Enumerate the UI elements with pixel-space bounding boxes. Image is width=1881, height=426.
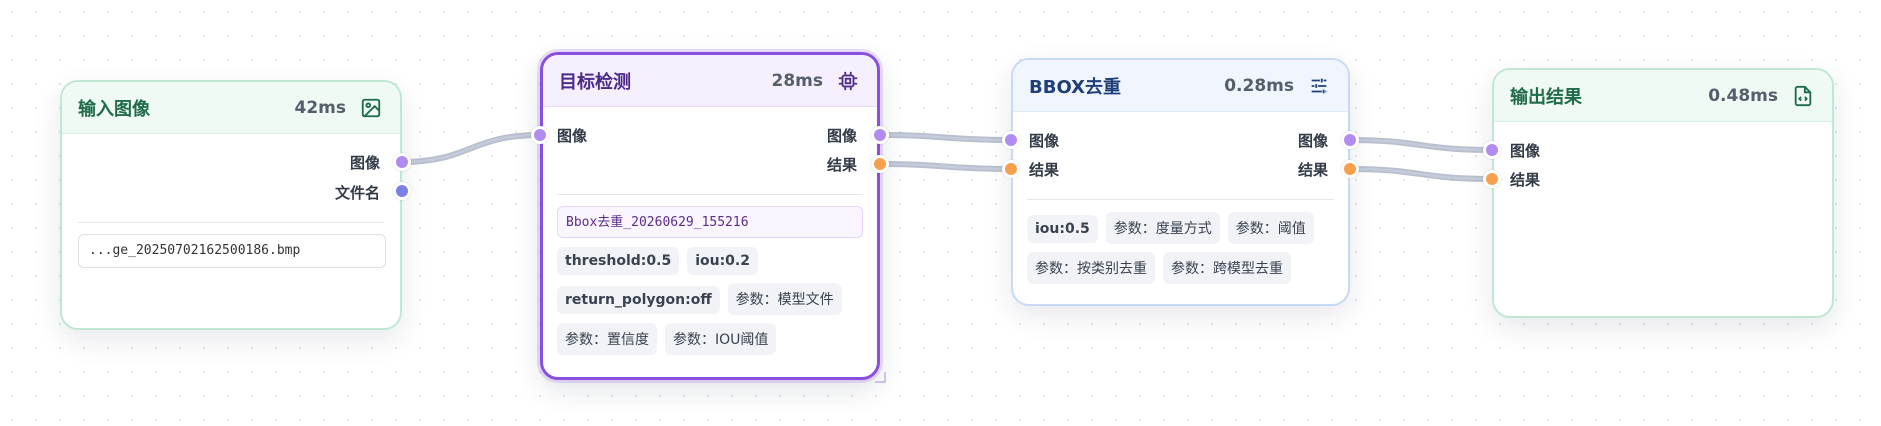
file-path-field[interactable]: ...ge_20250702162500186.bmp xyxy=(78,234,386,268)
param-chip-threshold[interactable]: threshold:0.5 xyxy=(557,247,680,275)
edge-dedup-output-result[interactable] xyxy=(1349,166,1493,182)
model-file-field[interactable]: Bbox去重_20260629_155216 xyxy=(557,206,863,238)
edge-detect-dedup-image[interactable] xyxy=(879,132,1012,143)
node-header[interactable]: BBOX去重 0.28ms xyxy=(1013,60,1348,112)
node-title: BBOX去重 xyxy=(1029,76,1121,98)
port-input-image-out[interactable] xyxy=(393,153,411,171)
edge-input-detect-image[interactable] xyxy=(401,132,541,165)
image-icon xyxy=(358,95,384,121)
output-label-image: 图像 xyxy=(826,127,857,145)
param-chip-confidence[interactable]: 参数：置信度 xyxy=(557,323,657,355)
node-title: 输出结果 xyxy=(1510,86,1582,108)
output-label-image: 图像 xyxy=(1297,132,1328,150)
port-detect-image-in[interactable] xyxy=(531,126,549,144)
node-output-result[interactable]: 输出结果 0.48ms 图像 结果 xyxy=(1492,68,1834,318)
output-label-result: 结果 xyxy=(826,156,857,174)
input-label-image: 图像 xyxy=(1510,142,1541,160)
chip-icon xyxy=(835,68,861,94)
port-dedup-image-in[interactable] xyxy=(1002,131,1020,149)
resize-handle-icon[interactable] xyxy=(873,370,887,384)
output-label-filename: 文件名 xyxy=(334,184,380,202)
input-label-result: 结果 xyxy=(1029,161,1060,179)
param-chip-per-class[interactable]: 参数：按类别去重 xyxy=(1027,252,1155,284)
port-dedup-result-out[interactable] xyxy=(1341,160,1359,178)
file-code-icon xyxy=(1790,83,1816,109)
node-header[interactable]: 目标检测 28ms xyxy=(543,55,877,107)
param-chip-threshold[interactable]: 参数：阈值 xyxy=(1227,212,1314,244)
port-dedup-image-out[interactable] xyxy=(1341,131,1359,149)
node-time: 42ms xyxy=(294,97,347,118)
divider xyxy=(1027,199,1334,200)
param-chip-iou[interactable]: iou:0.2 xyxy=(687,247,758,275)
port-dedup-result-in[interactable] xyxy=(1002,160,1020,178)
node-header[interactable]: 输出结果 0.48ms xyxy=(1494,70,1832,122)
divider xyxy=(557,194,863,195)
edge-dedup-output-image[interactable] xyxy=(1349,137,1493,153)
output-label-image: 图像 xyxy=(349,154,380,172)
edge-detect-dedup-result[interactable] xyxy=(879,161,1012,172)
node-time: 0.28ms xyxy=(1224,75,1294,96)
sliders-icon xyxy=(1306,73,1332,99)
param-chip-cross-model[interactable]: 参数：跨模型去重 xyxy=(1163,252,1291,284)
param-chip-return-polygon[interactable]: return_polygon:off xyxy=(557,286,720,314)
port-detect-result-out[interactable] xyxy=(871,155,889,173)
param-chip-metric[interactable]: 参数：度量方式 xyxy=(1105,212,1220,244)
param-chip-iou-threshold[interactable]: 参数：IOU阈值 xyxy=(665,323,777,355)
node-title: 输入图像 xyxy=(78,98,150,120)
input-label-result: 结果 xyxy=(1510,171,1541,189)
param-chip-model-file[interactable]: 参数：模型文件 xyxy=(727,283,842,315)
input-label-image: 图像 xyxy=(557,127,588,145)
output-label-result: 结果 xyxy=(1297,161,1328,179)
port-detect-image-out[interactable] xyxy=(871,126,889,144)
node-time: 0.48ms xyxy=(1708,85,1778,106)
node-object-detection[interactable]: 目标检测 28ms 图像 图像 结果 Bbox去重_20260629_15521… xyxy=(540,52,880,380)
node-time: 28ms xyxy=(771,70,824,91)
node-title: 目标检测 xyxy=(559,71,631,93)
node-header[interactable]: 输入图像 42ms xyxy=(62,82,400,134)
divider xyxy=(78,222,384,223)
param-chip-iou[interactable]: iou:0.5 xyxy=(1027,215,1098,243)
node-input-image[interactable]: 输入图像 42ms 图像 文件名 ...ge_20250702162500186… xyxy=(60,80,402,330)
port-output-image-in[interactable] xyxy=(1483,141,1501,159)
input-label-image: 图像 xyxy=(1029,132,1060,150)
port-output-result-in[interactable] xyxy=(1483,170,1501,188)
port-input-filename-out[interactable] xyxy=(393,182,411,200)
